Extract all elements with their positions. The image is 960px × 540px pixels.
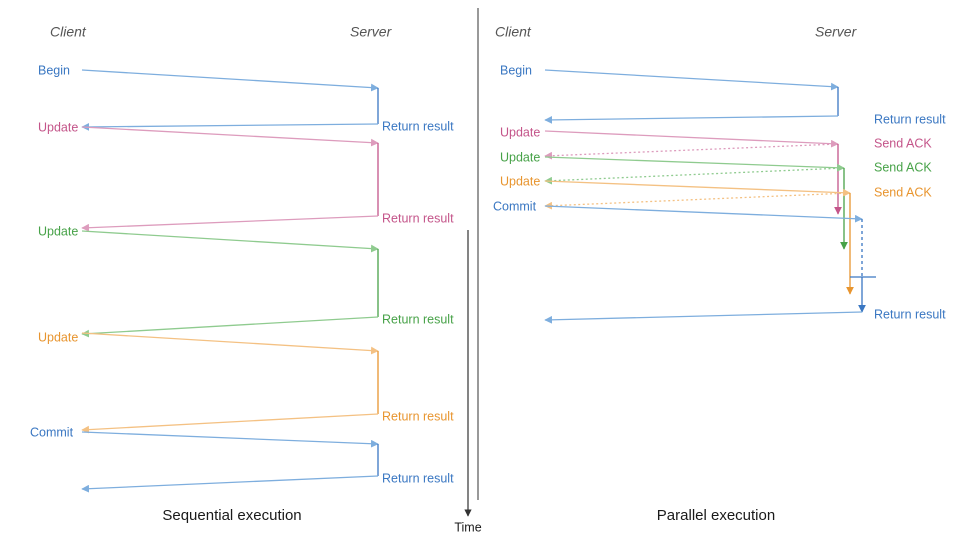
server-event-label: Return result	[382, 312, 454, 326]
client-event-label: Update	[500, 150, 540, 164]
server-event-label: Send ACK	[874, 160, 932, 174]
server-header: Server	[815, 24, 858, 40]
update-request-arrow	[544, 180, 851, 197]
server-event-label: Return result	[382, 471, 454, 485]
client-event-label: Begin	[500, 63, 532, 77]
begin-response-arrow	[544, 115, 839, 124]
panel-caption: Sequential execution	[162, 507, 301, 524]
server-event-label: Return result	[382, 409, 454, 423]
commit-request-arrow	[544, 205, 863, 223]
request-arrow	[81, 230, 379, 253]
client-header: Client	[495, 24, 532, 40]
server-event-label: Send ACK	[874, 136, 932, 150]
client-event-label: Update	[38, 224, 78, 238]
begin-request-arrow	[544, 69, 839, 91]
client-header: Client	[50, 24, 87, 40]
client-event-label: Commit	[30, 425, 74, 439]
response-arrow	[81, 316, 379, 338]
update-request-arrow	[544, 130, 839, 148]
request-arrow	[81, 431, 379, 448]
response-arrow	[81, 123, 379, 131]
request-arrow	[81, 69, 379, 92]
commit-response-arrow	[544, 311, 863, 324]
server-event-label: Return result	[874, 112, 946, 126]
client-event-label: Update	[500, 174, 540, 188]
client-event-label: Update	[38, 120, 78, 134]
request-arrow	[81, 126, 379, 147]
server-event-label: Return result	[874, 307, 946, 321]
server-event-label: Return result	[382, 211, 454, 225]
response-arrow	[81, 413, 379, 434]
ack-dotted-arrow	[544, 143, 839, 160]
response-arrow	[81, 475, 379, 493]
ack-dotted-arrow	[544, 167, 845, 185]
panel-caption: Parallel execution	[657, 507, 775, 524]
update-request-arrow	[544, 156, 845, 172]
server-event-label: Return result	[382, 119, 454, 133]
client-event-label: Begin	[38, 63, 70, 77]
client-event-label: Update	[38, 330, 78, 344]
client-event-label: Update	[500, 125, 540, 139]
time-axis-label: Time	[454, 520, 481, 534]
time-axis-layer: Time	[454, 230, 482, 534]
request-arrow	[81, 332, 379, 355]
client-event-label: Commit	[493, 199, 537, 213]
ack-dotted-arrow	[544, 192, 851, 210]
server-event-label: Send ACK	[874, 185, 932, 199]
server-header: Server	[350, 24, 393, 40]
response-arrow	[81, 215, 379, 232]
